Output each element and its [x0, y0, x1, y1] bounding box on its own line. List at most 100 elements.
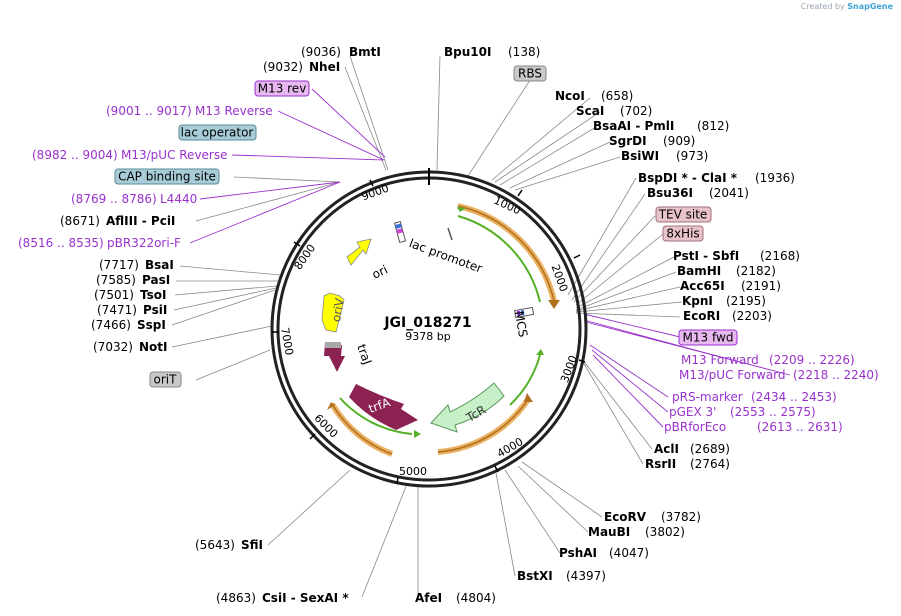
primer-name: pBRforEco: [664, 420, 726, 434]
feature-arcs: [327, 203, 560, 457]
enzyme-pos: (138): [508, 45, 540, 59]
enzyme-labels: (9036) BmtI (9032) NheI Bpu10I (138) Nco…: [60, 45, 800, 605]
enzyme-pos: (8671): [60, 214, 100, 228]
m13-rev-box: M13 rev: [258, 82, 307, 96]
enzyme-pos: (7466): [91, 318, 131, 332]
enzyme-pos: (702): [620, 104, 652, 118]
enzyme-name: PshAI: [559, 546, 597, 560]
TcR-arrow: [430, 382, 505, 433]
enzyme-pos: (2689): [690, 442, 730, 456]
enzyme-pos: (4397): [566, 569, 606, 583]
primer-name: M13 Forward: [681, 353, 759, 367]
enzyme-pos: (2182): [736, 264, 776, 278]
enzyme-name: Bsu36I: [647, 186, 693, 200]
enzyme-pos: (973): [676, 149, 708, 163]
enzyme-pos: (2203): [732, 309, 772, 323]
enzyme-pos: (5643): [195, 538, 235, 552]
enzyme-pos: (909): [663, 134, 695, 148]
enzyme-name: PasI: [142, 273, 170, 287]
enzyme-name: MauBI: [588, 525, 630, 539]
mcs-label: MCS: [512, 310, 530, 338]
enzyme-name: KpnI: [682, 294, 713, 308]
plasmid-name: JGI_018271: [383, 315, 471, 331]
primer-leader-lines: [189, 88, 791, 428]
ori-arrow: [346, 238, 372, 266]
enzyme-pos: (2041): [709, 186, 749, 200]
primer-range: (2613 .. 2631): [757, 420, 843, 434]
tick-marks: [272, 179, 586, 485]
primer-name: M13/pUC Forward: [679, 368, 786, 382]
enzyme-name: RsrII: [645, 457, 676, 471]
enzyme-pos: (4047): [609, 546, 649, 560]
primer-range: (8982 .. 9004): [32, 148, 118, 162]
lac-promoter-label: lac promoter: [407, 236, 484, 275]
enzyme-name: EcoRV: [604, 510, 647, 524]
trfA-arrow: [349, 384, 418, 430]
enzyme-pos: (9036): [301, 45, 341, 59]
enzyme-pos: (7585): [96, 273, 136, 287]
enzyme-pos: (1936): [755, 171, 795, 185]
enzyme-name: BstXI: [517, 569, 553, 583]
enzyme-name: PsiI: [143, 303, 167, 317]
enzyme-pos: (2764): [690, 457, 730, 471]
primer-range: (2553 .. 2575): [730, 405, 816, 419]
primer-name: M13/pUC Reverse: [121, 148, 228, 162]
traJ-arrow: [324, 343, 345, 372]
primer-range: (2209 .. 2226): [769, 353, 855, 367]
tick-label-5000: 5000: [399, 465, 427, 478]
primer-range: (8516 .. 8535): [18, 236, 104, 250]
rbs-box: RBS: [518, 67, 542, 81]
enzyme-name: BamHI: [677, 264, 721, 278]
snapgene-logo: SnapGene: [847, 2, 893, 11]
enzyme-pos: (3782): [661, 510, 701, 524]
oriV-label: oriV: [329, 296, 347, 323]
lac-operator-box: lac operator: [181, 126, 254, 140]
enzyme-pos: (7717): [99, 258, 139, 272]
primer-name: L4440: [160, 192, 197, 206]
enzyme-name: BsiWI: [621, 149, 659, 163]
primer-name: M13 Reverse: [195, 104, 273, 118]
created-by-text: Created by: [800, 2, 845, 11]
enzyme-name: AflIII - PciI: [106, 214, 175, 228]
primer-name: pGEX 3': [669, 405, 716, 419]
enzyme-pos: (7032): [93, 340, 133, 354]
enzyme-name: PstI - SbfI: [673, 249, 739, 263]
enzyme-pos: (2195): [726, 294, 766, 308]
leader-lines: [171, 55, 683, 598]
enzyme-pos: (3802): [645, 525, 685, 539]
oriT-box: oriT: [154, 373, 178, 387]
enzyme-name: BsaAI - PmlI: [593, 119, 674, 133]
enzyme-name: SfiI: [241, 538, 263, 552]
enzyme-name: SgrDI: [609, 134, 647, 148]
tick-label-7000: 7000: [278, 327, 296, 357]
enzyme-name: SspI: [137, 318, 166, 332]
primer-range: (2434 .. 2453): [751, 390, 837, 404]
ori-label: ori: [370, 262, 390, 281]
feature-arrows: [321, 220, 535, 433]
cap-binding-site-box: CAP binding site: [118, 170, 216, 184]
primer-range: (8769 .. 8786): [71, 192, 157, 206]
primer-name: pBR322ori-F: [107, 236, 181, 250]
enzyme-name: Bpu10I: [444, 45, 491, 59]
enzyme-name: AclI: [654, 442, 679, 456]
enzyme-name: AfeI: [415, 591, 442, 605]
primer-labels: (9001 .. 9017) M13 Reverse (8982 .. 9004…: [18, 104, 879, 434]
annotation-boxes: M13 rev lac operator CAP binding site RB…: [114, 65, 738, 388]
enzyme-pos: (2191): [741, 279, 781, 293]
m13-fwd-box: M13 fwd: [683, 331, 734, 345]
enzyme-name: TsoI: [140, 288, 166, 302]
enzyme-pos: (2168): [760, 249, 800, 263]
enzyme-name: NcoI: [555, 89, 585, 103]
enzyme-name: EcoRI: [683, 309, 720, 323]
primer-name: pRS-marker: [672, 390, 743, 404]
tev-site-box: TEV site: [658, 208, 708, 222]
snapgene-brand: Created by SnapGene: [801, 2, 893, 11]
enzyme-pos: (4804): [456, 591, 496, 605]
enzyme-pos: (812): [697, 119, 729, 133]
tick-label-1000: 1000: [492, 194, 523, 218]
enzyme-name: CsiI - SexAI *: [262, 591, 349, 605]
oriV-arrow: [321, 292, 345, 333]
8xhis-box: 8xHis: [666, 227, 699, 241]
enzyme-pos: (9032): [263, 60, 303, 74]
primer-range: (9001 .. 9017): [106, 104, 192, 118]
